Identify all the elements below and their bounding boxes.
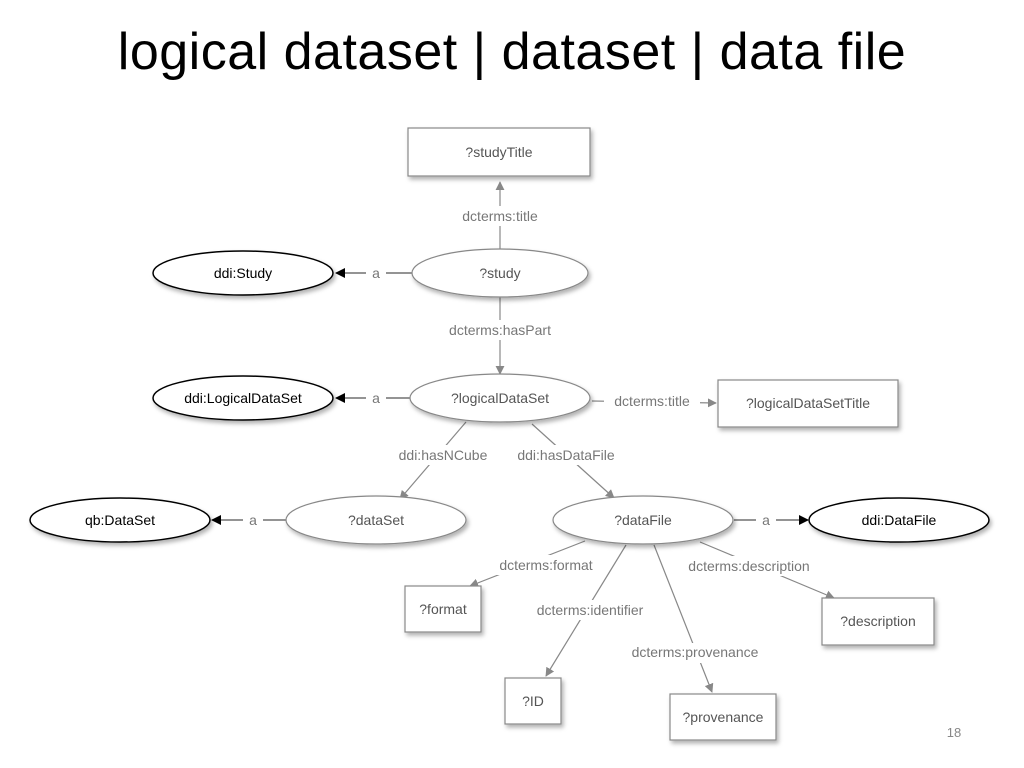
node-id: ?ID: [504, 677, 562, 725]
node-ddi-logical-dataset: ddi:LogicalDataSet: [152, 375, 334, 421]
edge-label-lds-hasdatafile: ddi:hasDataFile: [517, 447, 614, 463]
node-label-study-title: ?studyTitle: [465, 144, 532, 160]
edge-dataset-type: a: [211, 510, 286, 530]
edge-label-study-type: a: [372, 265, 380, 281]
edge-datafile-provenance: dcterms:provenance: [624, 544, 766, 693]
node-label-ddi-datafile: ddi:DataFile: [862, 512, 937, 528]
node-provenance: ?provenance: [669, 693, 777, 741]
node-label-dataset: ?dataSet: [348, 512, 404, 528]
edge-label-dataset-type: a: [249, 512, 257, 528]
page-number: 18: [946, 725, 962, 740]
node-dataset: ?dataSet: [285, 495, 467, 545]
edge-label-lds-type: a: [372, 390, 380, 406]
edge-datafile-description: dcterms:description: [680, 541, 835, 600]
node-qb-dataset: qb:DataSet: [29, 497, 211, 543]
edge-label-datafile-description: dcterms:description: [688, 558, 809, 574]
edge-lds-hasncube: ddi:hasNCube: [392, 421, 494, 500]
node-logical-dataset: ?logicalDataSet: [409, 373, 591, 423]
node-study-title: ?studyTitle: [407, 127, 591, 177]
edge-datafile-type: a: [734, 510, 809, 530]
edge-study-type: a: [335, 263, 412, 283]
node-description: ?description: [821, 597, 935, 646]
node-logical-dataset-title: ?logicalDataSetTitle: [717, 379, 899, 428]
edge-label-datafile-provenance: dcterms:provenance: [632, 644, 759, 660]
node-label-logical-dataset: ?logicalDataSet: [451, 390, 549, 406]
node-label-format: ?format: [419, 601, 467, 617]
node-label-study: ?study: [479, 265, 520, 281]
edge-label-lds-hasncube: ddi:hasNCube: [399, 447, 488, 463]
edge-datafile-identifier: dcterms:identifier: [526, 544, 654, 677]
node-label-ddi-logical-dataset: ddi:LogicalDataSet: [184, 390, 302, 406]
node-ddi-datafile: ddi:DataFile: [808, 497, 990, 543]
edge-study-title: dcterms:title: [450, 181, 550, 250]
edge-datafile-format: dcterms:format: [469, 540, 600, 588]
node-label-qb-dataset: qb:DataSet: [85, 512, 155, 528]
node-ddi-study: ddi:Study: [152, 250, 334, 296]
edge-label-datafile-format: dcterms:format: [499, 557, 592, 573]
edge-label-study-haspart: dcterms:hasPart: [449, 322, 551, 338]
node-label-logical-dataset-title: ?logicalDataSetTitle: [746, 395, 870, 411]
node-label-ddi-study: ddi:Study: [214, 265, 272, 281]
slide-title: logical dataset | dataset | data file: [117, 23, 907, 81]
node-label-datafile: ?dataFile: [614, 512, 672, 528]
edge-label-lds-title: dcterms:title: [614, 393, 690, 409]
edge-lds-type: a: [335, 388, 410, 408]
node-datafile: ?dataFile: [552, 495, 734, 545]
edge-label-study-title: dcterms:title: [462, 208, 538, 224]
edge-lds-title: dcterms:title: [591, 391, 717, 411]
node-format: ?format: [404, 585, 482, 633]
node-label-description: ?description: [840, 613, 916, 629]
node-study: ?study: [411, 248, 589, 298]
edge-lds-hasdatafile: ddi:hasDataFile: [510, 423, 622, 499]
node-label-id: ?ID: [522, 693, 544, 709]
node-label-provenance: ?provenance: [683, 709, 764, 725]
edge-study-haspart: dcterms:hasPart: [440, 297, 560, 375]
edge-label-datafile-type: a: [762, 512, 770, 528]
edge-label-datafile-identifier: dcterms:identifier: [537, 602, 644, 618]
